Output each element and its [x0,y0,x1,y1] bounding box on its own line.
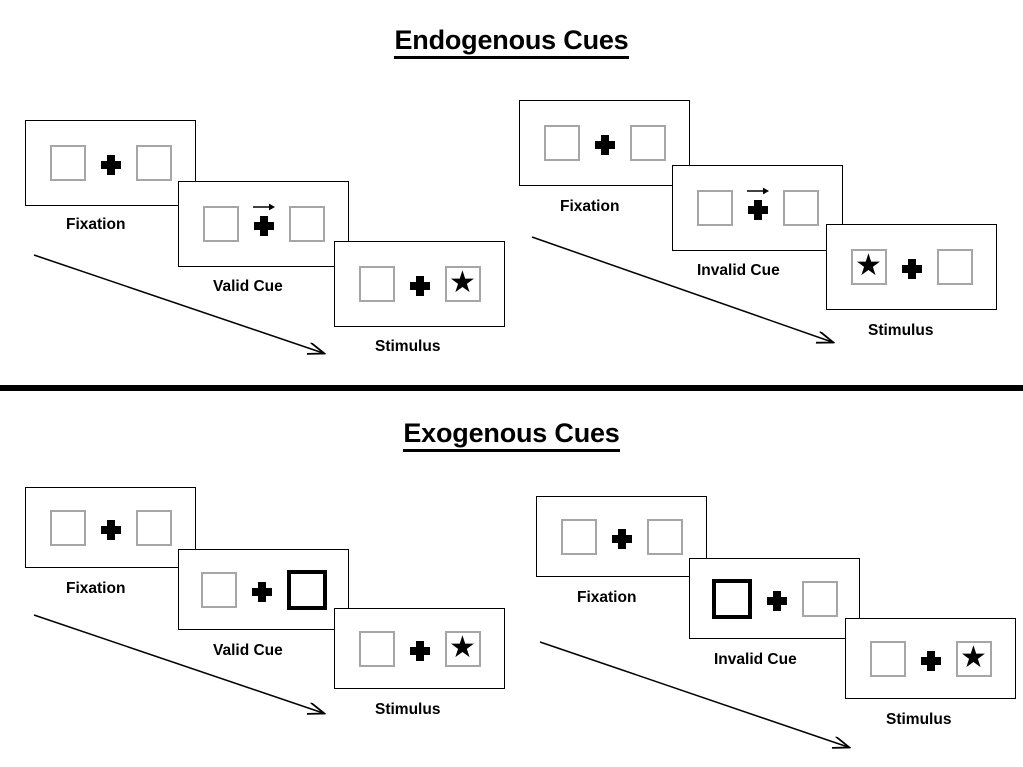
left-placeholder-box [696,190,733,226]
panel-caption-stimulus: Stimulus [886,711,952,728]
panel-content: ★ [335,242,504,326]
fixation-cross [766,586,788,612]
panel-content [179,550,348,629]
trial-panel-invalid-cue [672,165,843,251]
arrow-right-icon [252,203,275,211]
time-flow-arrow-exogenous-invalid [539,641,878,760]
trial-panel-invalid-cue [689,558,860,639]
trial-panel-fixation [25,120,196,206]
section-title-endogenous-text: Endogenous Cues [394,25,629,59]
plus-icon [253,215,275,237]
right-placeholder-box [801,580,838,617]
right-target-box: ★ [955,640,992,677]
fixation-cross-with-cue [252,203,275,237]
plus-icon [747,199,769,221]
panel-caption-stimulus: Stimulus [375,701,441,718]
panel-content [520,101,689,185]
left-placeholder-box [358,266,395,302]
plus-icon [901,258,923,280]
arrow-right-icon [746,187,769,195]
trial-panel-fixation [536,496,707,577]
star-icon: ★ [960,640,987,674]
plus-icon [100,154,122,176]
fixation-cross [100,150,122,176]
fixation-cross [920,646,942,672]
left-placeholder-box [543,125,580,161]
right-placeholder-box [782,190,819,226]
left-placeholder-box [560,518,597,555]
panel-content [26,121,195,205]
trial-panel-stimulus: ★ [334,241,505,327]
star-icon: ★ [855,249,882,282]
plus-icon [409,640,431,662]
star-icon: ★ [449,266,476,299]
plus-icon [594,134,616,156]
panel-content: ★ [335,609,504,688]
right-placeholder-box [629,125,666,161]
right-placeholder-box [135,509,172,546]
section-title-exogenous: Exogenous Cues [0,418,1023,452]
panel-content: ★ [827,225,996,309]
right-placeholder-box [135,145,172,181]
left-placeholder-box [358,630,395,667]
fixation-cross [409,636,431,662]
left-target-box: ★ [850,249,887,285]
panel-caption-fixation: Fixation [66,216,126,233]
plus-icon [409,275,431,297]
panel-caption-invalid-cue: Invalid Cue [714,651,797,668]
left-placeholder-box [49,145,86,181]
plus-icon [251,581,273,603]
right-target-box: ★ [444,630,481,667]
fixation-cross [409,271,431,297]
section-title-exogenous-text: Exogenous Cues [403,418,620,452]
fixation-cross-with-cue [746,187,769,221]
plus-icon [920,650,942,672]
panel-caption-stimulus: Stimulus [375,338,441,355]
trial-panel-fixation [519,100,690,186]
plus-icon [100,519,122,541]
panel-content [26,488,195,567]
panel-caption-valid-cue: Valid Cue [213,642,283,659]
panel-caption-fixation: Fixation [66,580,126,597]
panel-caption-stimulus: Stimulus [868,322,934,339]
left-placeholder-box [869,640,906,677]
left-placeholder-box [200,571,237,608]
trial-panel-stimulus: ★ [826,224,997,310]
fixation-cross [611,524,633,550]
right-cued-box [286,569,327,610]
panel-content: ★ [846,619,1015,698]
trial-panel-valid-cue [178,549,349,630]
panel-content [690,559,859,638]
panel-content [179,182,348,266]
trial-panel-fixation [25,487,196,568]
left-cued-box [711,578,752,619]
right-target-box: ★ [444,266,481,302]
fixation-cross [100,515,122,541]
panel-caption-invalid-cue: Invalid Cue [697,262,780,279]
panel-content [673,166,842,250]
fixation-cross [251,577,273,603]
trial-panel-stimulus: ★ [334,608,505,689]
star-icon: ★ [449,630,476,664]
trial-panel-stimulus: ★ [845,618,1016,699]
panel-caption-fixation: Fixation [577,589,637,606]
left-placeholder-box [202,206,239,242]
right-placeholder-box [646,518,683,555]
left-placeholder-box [49,509,86,546]
plus-icon [611,528,633,550]
panel-caption-fixation: Fixation [560,198,620,215]
section-title-endogenous: Endogenous Cues [0,25,1023,59]
fixation-cross [594,130,616,156]
right-placeholder-box [936,249,973,285]
trial-panel-valid-cue [178,181,349,267]
section-divider [0,385,1023,391]
plus-icon [766,590,788,612]
fixation-cross [901,254,923,280]
panel-caption-valid-cue: Valid Cue [213,278,283,295]
right-placeholder-box [288,206,325,242]
panel-content [537,497,706,576]
